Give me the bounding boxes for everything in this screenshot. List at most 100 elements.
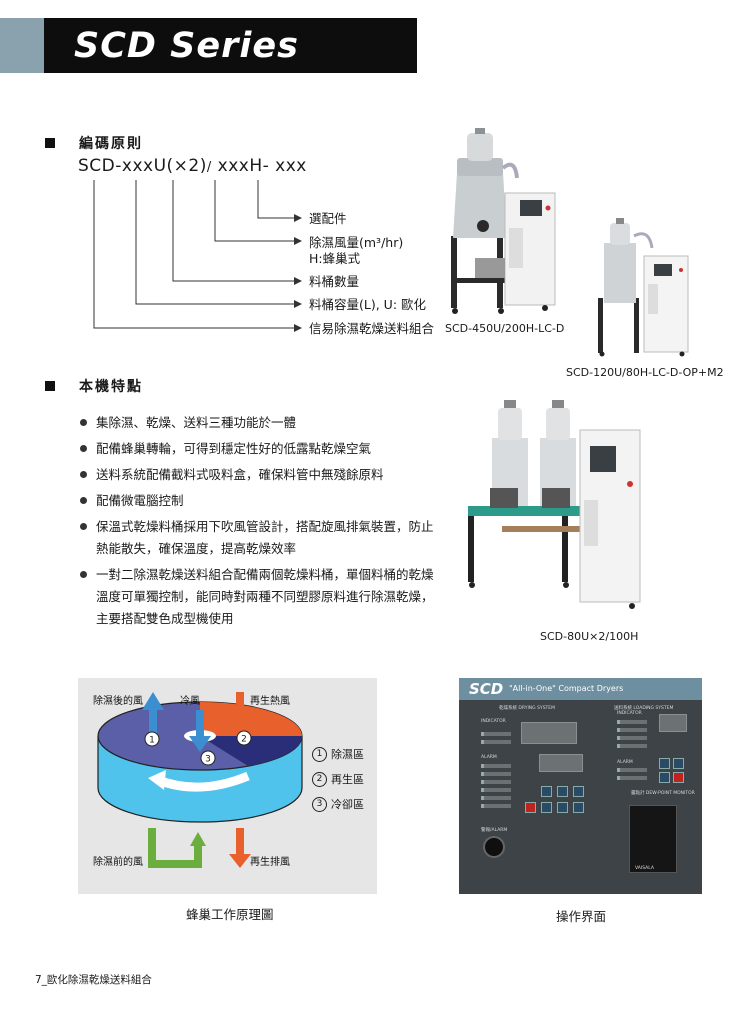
drying-indicator-label: INDICATOR: [481, 719, 506, 724]
legend-text: 再生區: [331, 773, 364, 786]
indicator-lamp: [481, 740, 511, 744]
legend-number: 3: [312, 796, 327, 812]
legend-text: 冷卻區: [331, 798, 364, 811]
legend-item: 2 再生區: [312, 771, 364, 787]
panel-button[interactable]: [557, 786, 568, 797]
svg-text:1: 1: [149, 736, 155, 746]
code-item-combination: 信易除濕乾燥送料組合: [309, 321, 435, 336]
square-bullet-icon: [45, 381, 55, 391]
dew-point-label: 露點計 DEW-POINT MONITOR: [631, 791, 695, 796]
legend-item: 3 冷卻區: [312, 796, 364, 812]
control-panel-subtitle: "All-in-One" Compact Dryers: [509, 684, 624, 693]
code-part-prefix: SCD-: [78, 156, 122, 176]
svg-text:3: 3: [205, 755, 211, 765]
feature-item: 一對二除濕乾燥送料組合配備兩個乾燥料桶，單個料桶的乾燥溫度可單獨控制，能同時對兩…: [80, 564, 440, 630]
code-part-dash: -: [262, 156, 270, 176]
indicator-lamp: [481, 804, 511, 808]
machine-photo-scd-450u: [451, 128, 556, 314]
label-regen-exhaust: 再生排風: [250, 857, 290, 868]
panel-button[interactable]: [573, 786, 584, 797]
header-bar: [44, 18, 417, 73]
label-cold-air: 冷風: [180, 696, 200, 707]
model-code: SCD-xxxU(×2)/ xxxH- xxx: [78, 156, 307, 176]
honeycomb-caption: 蜂巢工作原理圖: [186, 907, 274, 922]
code-item-options: 選配件: [309, 211, 347, 226]
control-panel-photo: SCD "All-in-One" Compact Dryers 乾燥系統 DRY…: [459, 678, 702, 894]
stop-button[interactable]: [525, 802, 536, 813]
indicator-lamp: [617, 768, 647, 772]
drying-temp-display: [521, 722, 577, 744]
panel-button[interactable]: [673, 758, 684, 769]
code-item-hopper-count: 料桶數量: [309, 274, 360, 289]
loading-indicator-label: INDICATOR: [617, 711, 642, 716]
panel-button[interactable]: [659, 772, 670, 783]
legend-item: 1 除濕區: [312, 746, 364, 762]
drying-alarm-label: ALARM: [481, 755, 497, 760]
indicator-lamp: [481, 732, 511, 736]
code-item-honeycomb: H:蜂巢式: [309, 251, 361, 266]
loading-time-display: [659, 714, 687, 732]
drying-system-label: 乾燥系統 DRYING SYSTEM: [499, 706, 556, 711]
label-dehumidified-air: 除濕後的風: [93, 696, 143, 707]
honeycomb-wheel-graphic: 1 2 3: [97, 692, 303, 868]
code-part-options: xxx: [275, 156, 307, 176]
feature-list: 集除濕、乾燥、送料三種功能於一體 配備蜂巢轉輪，可得到穩定性好的低露點乾燥空氣 …: [80, 412, 440, 634]
features-heading-label: 本機特點: [79, 379, 143, 395]
photo-caption-1: SCD-450U/200H-LC-D: [445, 322, 565, 335]
machine-photo-scd-80ux2: [468, 400, 641, 609]
code-part-capacity: xxxU(×2): [121, 156, 207, 176]
code-item-airflow: 除濕風量(m³/hr): [309, 235, 404, 250]
indicator-lamp: [617, 776, 647, 780]
feature-item: 配備蜂巢轉輪，可得到穩定性好的低露點乾燥空氣: [80, 438, 440, 460]
indicator-lamp: [481, 796, 511, 800]
code-connector-lines: [93, 180, 302, 332]
control-panel-brand: SCD: [469, 680, 504, 698]
feature-item: 送料系統配備截料式吸料盒，確保料管中無殘餘原料: [80, 464, 440, 486]
legend-number: 2: [312, 771, 327, 787]
indicator-lamp: [481, 788, 511, 792]
setpoint-display: [539, 754, 583, 772]
vaisala-logo: VAISALA: [635, 866, 654, 871]
panel-button[interactable]: [541, 802, 552, 813]
label-pre-dehumid-air: 除濕前的風: [93, 857, 143, 868]
photo-caption-3: SCD-80U×2/100H: [540, 630, 639, 643]
page-title: SCD Series: [74, 26, 299, 66]
code-part-airflow: xxxH: [217, 156, 263, 176]
legend-number: 1: [312, 746, 327, 762]
alarm-socket-icon: [483, 836, 505, 858]
label-regen-hot-air: 再生熱風: [250, 696, 290, 707]
indicator-lamp: [481, 764, 511, 768]
indicator-lamp: [481, 772, 511, 776]
coding-section-heading: 編碼原則: [45, 133, 143, 153]
dew-point-monitor: [629, 805, 677, 873]
panel-button[interactable]: [557, 802, 568, 813]
indicator-lamp: [481, 780, 511, 784]
stop-button[interactable]: [673, 772, 684, 783]
feature-item: 集除濕、乾燥、送料三種功能於一體: [80, 412, 440, 434]
honeycomb-diagram: 1 2 3 除濕後的風 冷風 再生熱風 除濕前的風 再生排風: [78, 678, 377, 894]
panel-button[interactable]: [541, 786, 552, 797]
square-bullet-icon: [45, 138, 55, 148]
control-panel-header: [459, 678, 702, 700]
panel-button[interactable]: [573, 802, 584, 813]
code-part-slash: /: [206, 160, 212, 175]
indicator-lamp: [617, 744, 647, 748]
page-footer: 7_歐化除濕乾燥送料組合: [35, 974, 152, 986]
feature-item: 保溫式乾燥料桶採用下吹風管設計，搭配旋風排氣裝置，防止熱能散失，確保溫度，提高乾…: [80, 516, 440, 560]
machine-photo-scd-120u: [598, 218, 689, 357]
alarm-plug-label: 警報/ALARM: [481, 828, 508, 833]
indicator-lamp: [617, 728, 647, 732]
legend-text: 除濕區: [331, 748, 364, 761]
loading-alarm-label: ALARM: [617, 760, 633, 765]
feature-item: 配備微電腦控制: [80, 490, 440, 512]
control-panel-caption: 操作界面: [556, 909, 607, 924]
photo-caption-2: SCD-120U/80H-LC-D-OP+M2: [566, 366, 724, 379]
header-accent: [0, 18, 44, 73]
features-section-heading: 本機特點: [45, 376, 143, 396]
indicator-lamp: [617, 720, 647, 724]
panel-button[interactable]: [659, 758, 670, 769]
loading-system-label: 送料系統 LOADING SYSTEM: [614, 706, 674, 711]
coding-heading-label: 編碼原則: [79, 136, 143, 152]
code-item-hopper-capacity: 料桶容量(L), U: 歐化: [309, 297, 426, 312]
svg-text:2: 2: [241, 735, 247, 745]
